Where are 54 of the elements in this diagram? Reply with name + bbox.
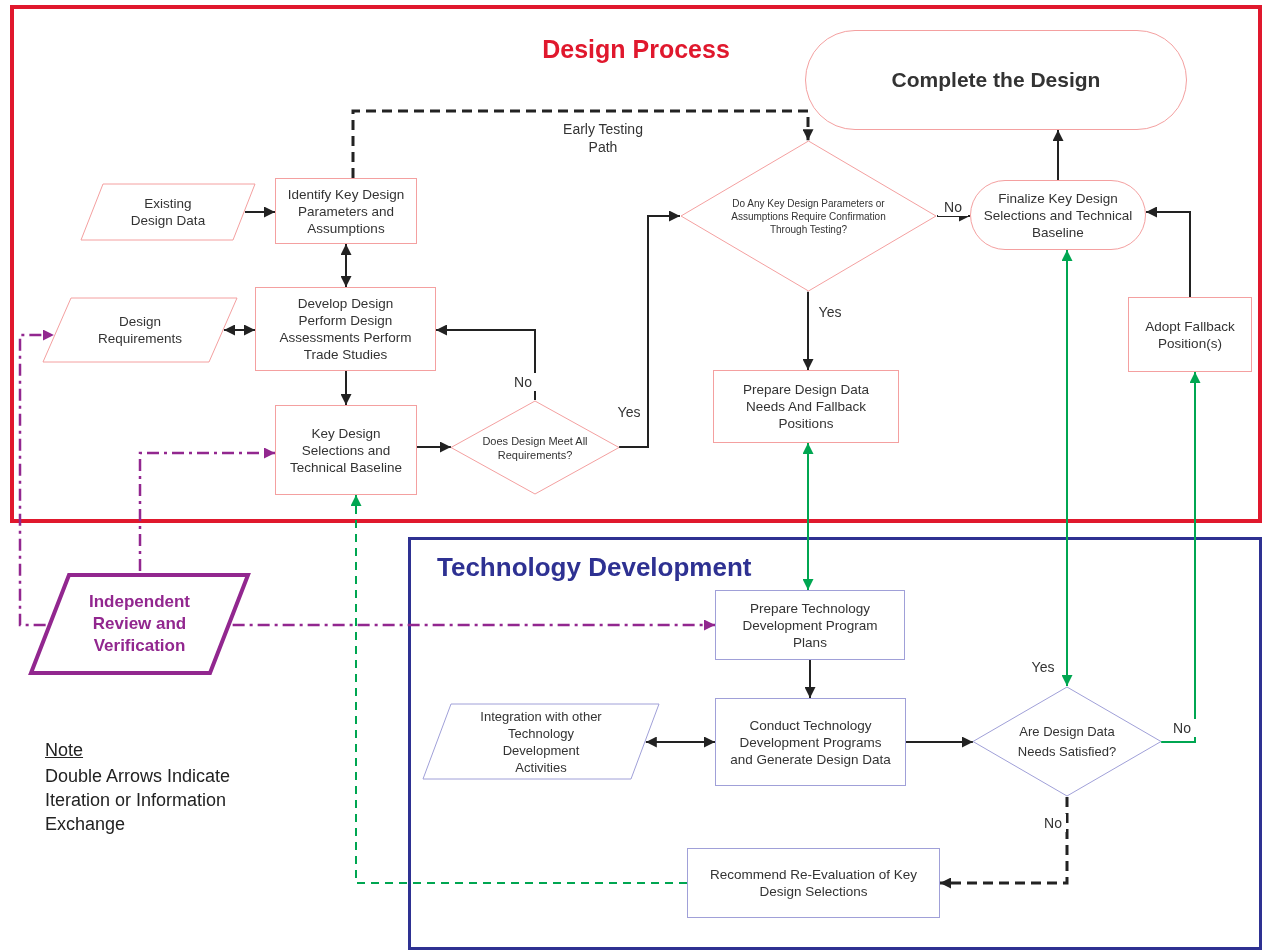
arrow: [18, 329, 54, 627]
group-title: Design Process: [541, 34, 731, 65]
node-text: Integration with other Technology Development Activities: [479, 707, 603, 776]
arrow: [435, 324, 536, 401]
note-heading: Note: [45, 739, 85, 762]
node-text: Prepare Technology Development Program Plans: [741, 599, 879, 651]
process-box: [275, 178, 417, 244]
node-text: Finalize Key Design Selections and Technical Baseline: [982, 189, 1134, 241]
node-text: Are Design Data Needs Satisfied?: [1016, 723, 1118, 761]
arrow: [138, 447, 275, 571]
arrow: [802, 442, 814, 591]
arrow: [244, 206, 276, 218]
arrow: [644, 736, 716, 748]
node-text: Complete the Design: [891, 67, 1101, 94]
arrow: [802, 290, 814, 371]
process-box: [1128, 297, 1252, 372]
arrow: [223, 324, 256, 336]
node-text: Recommend Re-Evaluation of Key Design Selections: [708, 866, 919, 900]
arrow: [1145, 206, 1191, 298]
arrow: [232, 619, 715, 631]
arrow: [804, 659, 816, 699]
arrow: [1061, 249, 1073, 687]
node-text: Prepare Design Data Needs And Fallback Positions: [741, 381, 871, 432]
arrow: [340, 370, 352, 406]
terminal-box: [805, 30, 1187, 130]
process-box: [255, 287, 436, 371]
arrow: [1052, 129, 1064, 181]
process-box: [687, 848, 940, 918]
arrow: [350, 494, 688, 884]
arrow: [351, 109, 814, 178]
group-title: Technology Development: [437, 551, 752, 584]
arrow: [618, 210, 681, 448]
note-text: Double Arrows Indicate Iteration or Information Exchange: [45, 765, 232, 836]
arrow: [340, 243, 352, 288]
node-text: Existing Design Data: [130, 195, 206, 229]
node-text: Conduct Technology Development Programs and Generate Design Data: [730, 716, 891, 768]
node-text: Adopt Fallback Position(s): [1144, 317, 1236, 352]
node-text: Identify Key Design Parameters and Assumptions: [286, 185, 406, 237]
process-box: [713, 370, 899, 443]
node-text: Key Design Selections and Technical Baseline: [289, 424, 403, 476]
group-panel: [10, 5, 1262, 523]
node-text: Do Any Key Design Parameters or Assumptions Require Confirmation Through Testing?: [730, 196, 887, 236]
process-box: [275, 405, 417, 495]
arrow: [1160, 371, 1201, 743]
node-text: Independent Review and Verification: [87, 591, 192, 657]
node-text: Develop Design Perform Design Assessments Perform Trade Studies: [278, 295, 413, 363]
arrow: [905, 736, 974, 748]
node-text: Design Requirements: [96, 313, 183, 347]
group-panel: [408, 537, 1262, 950]
arrow: [940, 797, 1069, 889]
node-text: Does Design Meet All Requirements?: [481, 433, 589, 462]
arrow: [416, 441, 452, 453]
process-box: [715, 590, 905, 660]
process-box: [715, 698, 906, 786]
